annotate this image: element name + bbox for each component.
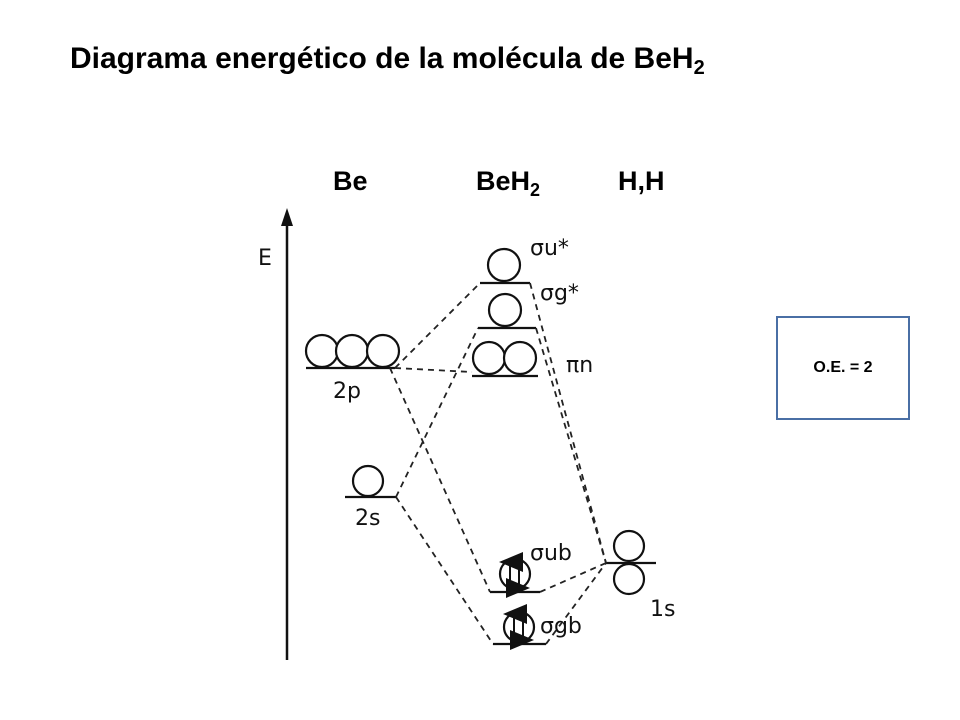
energy-axis-arrow [281,208,293,226]
column-header-hh: H,H [618,166,665,196]
correlation-line [389,367,491,593]
be-2p-orbital [365,333,401,369]
sigma-g-star-orbital [487,292,523,328]
sigma-u-b-orbital [498,557,532,591]
bond-order-text: O.E. = 2 [813,359,873,376]
be-2s-orbital [351,464,385,498]
correlation-lines [389,282,607,645]
pi-n-label: πn [566,353,593,378]
diagram-title: Diagrama energético de la molécula de Be… [70,42,705,79]
be-2p-orbital [334,333,370,369]
sigma-g-star-label: σg* [540,281,579,306]
h-1s-label: 1s [650,597,675,622]
be-2p-label: 2p [333,379,361,404]
sigma-g-b-label: σgb [540,614,582,639]
sigma-u-b-label: σub [530,541,572,566]
column-header-beh2: BeH2 [476,166,541,200]
be-2p-orbital [304,333,340,369]
be-2s-label: 2s [355,506,380,531]
sigma-g-b-orbital [502,610,536,644]
correlation-line [539,562,607,593]
correlation-line [395,496,494,645]
correlation-line [529,282,607,564]
h-1s-level: 1s [606,529,675,622]
correlation-line [394,367,473,373]
sigma-g-antibonding-level: σg* [478,281,579,330]
sigma-u-star-orbital [486,247,522,283]
h-1s-orbital [612,562,646,596]
correlation-line [395,327,479,498]
correlation-line [394,282,481,369]
correlation-line [545,562,607,645]
correlation-line [535,327,607,564]
pi-nonbonding-level: πn [471,340,593,378]
sigma-g-bonding-level: σgb [493,604,582,650]
sigma-u-star-label: σu* [530,236,569,261]
be-2p-level: 2p [304,333,401,404]
pi-n-orbital [471,340,507,376]
energy-axis-label: E [258,246,272,271]
pi-n-orbital [502,340,538,376]
be-2s-level: 2s [345,464,396,531]
sigma-u-bonding-level: σub [490,541,572,598]
sigma-u-antibonding-level: σu* [480,236,569,285]
h-1s-orbital [612,529,646,563]
column-header-be: Be [333,166,368,196]
bond-order-box: O.E. = 2 [776,316,910,420]
